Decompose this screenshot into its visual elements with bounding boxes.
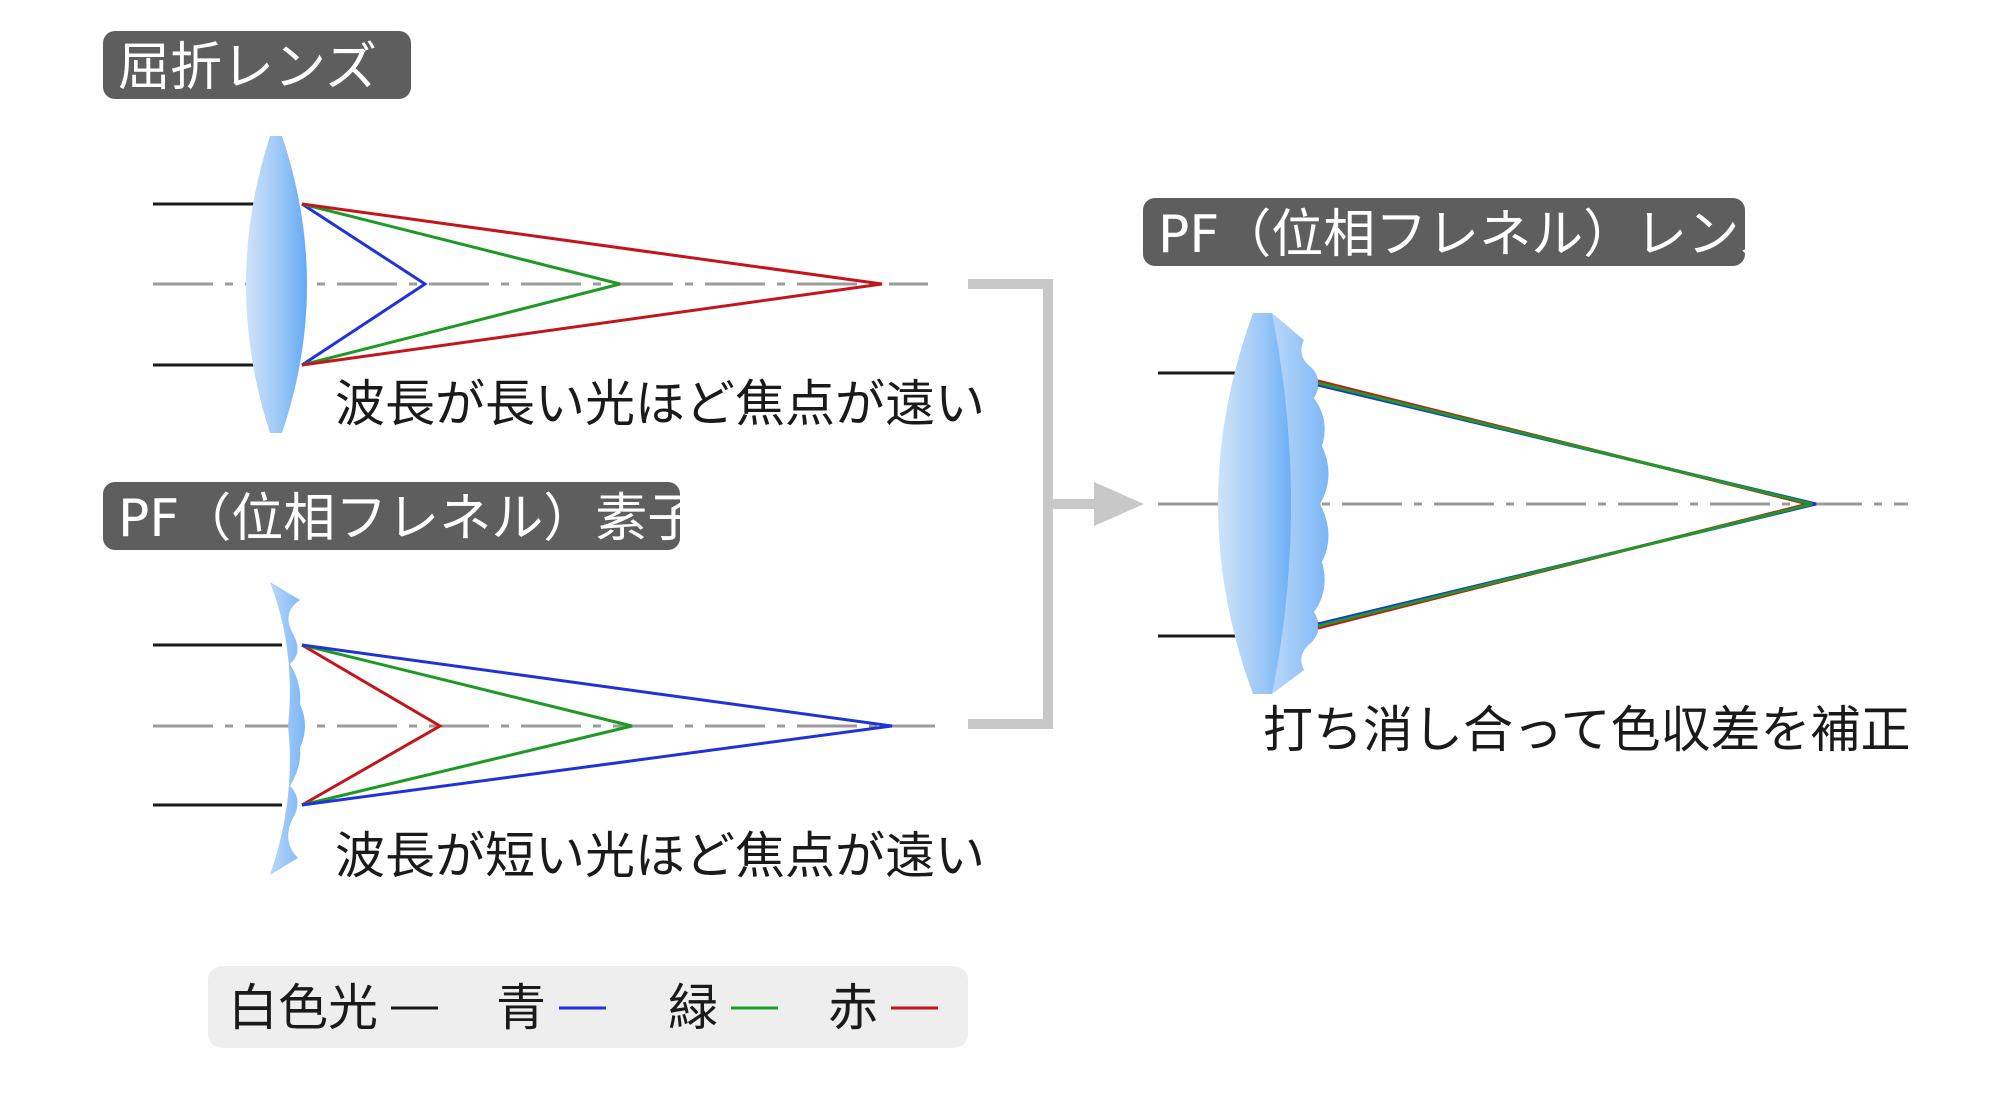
svg-text:白色光: 白色光 xyxy=(228,979,378,1037)
blue-ray xyxy=(301,643,893,807)
refractive-lens-title: 屈折レンズ xyxy=(118,38,377,98)
legend: 白色光 青 緑 赤 xyxy=(208,966,968,1048)
legend-item-blue: 青 xyxy=(496,979,606,1037)
combine-arrow xyxy=(968,279,1144,729)
svg-text:緑: 緑 xyxy=(668,979,718,1037)
svg-text:赤: 赤 xyxy=(828,979,878,1037)
combined-lens xyxy=(1218,313,1299,694)
svg-text:青: 青 xyxy=(496,979,546,1037)
pf-lens-tag: PF（位相フレネル）レンズ xyxy=(1143,198,1790,266)
green-ray xyxy=(301,202,621,367)
pf-lens-title: PF（位相フレネル）レンズ xyxy=(1158,205,1790,265)
green-ray xyxy=(1317,381,1813,628)
pf-element-caption: 波長が短い光ほど焦点が遠い xyxy=(335,827,985,885)
red-ray xyxy=(301,643,443,807)
legend-item-red: 赤 xyxy=(828,979,938,1037)
blue-ray xyxy=(301,202,428,367)
pf-element-title: PF（位相フレネル）素子 xyxy=(118,489,699,549)
refractive-lens-section: 屈折レンズ 波長が長い光ほど焦点が遠い xyxy=(103,31,985,433)
pf-element-section: PF（位相フレネル）素子 波長が短い光ほど焦点が遠い xyxy=(103,482,985,885)
refractive-lens-tag: 屈折レンズ xyxy=(103,31,411,99)
convex-lens xyxy=(246,136,307,433)
red-ray xyxy=(301,202,883,367)
pf-lens-section: PF（位相フレネル）レンズ 打ち消し合って色収差を補正 xyxy=(1143,198,1911,759)
pf-lens-caption: 打ち消し合って色収差を補正 xyxy=(1263,701,1911,759)
green-ray xyxy=(301,643,633,807)
combined-lens-diffractive-surface xyxy=(1272,313,1329,694)
pf-element-tag: PF（位相フレネル）素子 xyxy=(103,482,699,550)
refractive-caption: 波長が長い光ほど焦点が遠い xyxy=(335,375,985,433)
legend-item-green: 緑 xyxy=(668,979,778,1037)
pf-diffractive-element xyxy=(270,582,305,875)
legend-item-white-light: 白色光 xyxy=(228,979,438,1037)
